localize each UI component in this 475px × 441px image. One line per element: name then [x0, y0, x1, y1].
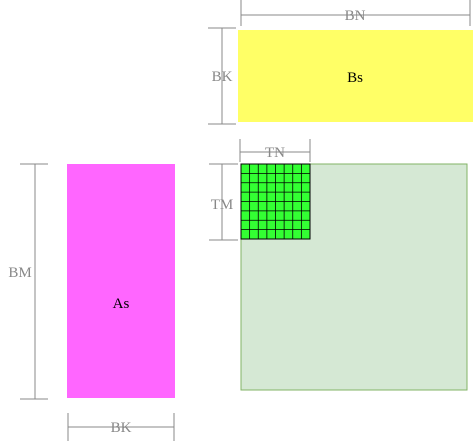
tm-dimension [209, 163, 238, 241]
bk-top-dimension [208, 27, 236, 125]
bk-bottom-label: BK [111, 420, 132, 436]
bk-top-label: BK [212, 69, 233, 85]
as-block [67, 164, 175, 398]
thread-tile-grid [240, 163, 311, 240]
bn-label: BN [345, 8, 366, 24]
tm-label: TM [211, 197, 234, 213]
bm-label: BM [8, 265, 31, 281]
tn-label: TN [265, 145, 285, 161]
bk-bottom-dimension [67, 413, 175, 441]
tn-dimension [239, 139, 311, 162]
bn-dimension [240, 0, 471, 26]
as-label: As [113, 296, 130, 312]
bs-label: Bs [347, 70, 363, 86]
bs-block [238, 30, 473, 122]
bm-dimension [20, 163, 48, 400]
